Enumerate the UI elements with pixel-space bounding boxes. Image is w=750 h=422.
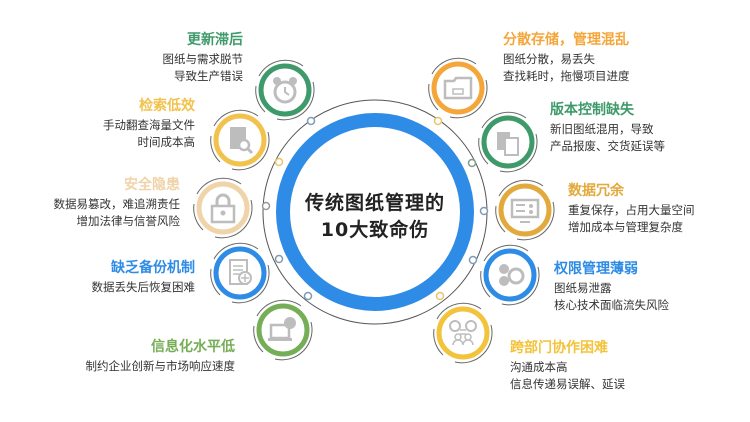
item-desc: 数据易篡改，难追溯责任 — [53, 197, 181, 211]
item-title: 更新滞后 — [187, 32, 243, 48]
item-desc: 查找耗时，拖慢项目进度 — [503, 69, 630, 83]
item-desc: 手动翻查海量文件 — [103, 118, 195, 132]
people-exchange-badge — [433, 302, 493, 364]
document-add-badge — [210, 242, 270, 304]
laptop-share-badge — [253, 299, 313, 361]
item-version-control: 版本控制缺失 新旧图纸混用，导致 产品报废、交货延误等 — [550, 100, 665, 155]
item-cross-dept: 跨部门协作困难 沟通成本高 信息传递易误解、延误 — [510, 338, 625, 393]
folder-icon — [443, 76, 473, 100]
title-line-1: 传统图纸管理的 — [304, 192, 445, 214]
gears-icon — [499, 264, 525, 286]
item-desc: 重复保存，占用大量空间 — [568, 203, 695, 217]
item-title: 跨部门协作困难 — [510, 340, 608, 356]
document-add-icon — [229, 259, 252, 285]
ring-dots — [261, 116, 489, 301]
item-desc: 图纸分散，易丢失 — [503, 52, 595, 66]
monitor-badge — [495, 179, 555, 241]
item-desc: 产品报废、交货延误等 — [550, 139, 665, 153]
item-desc: 核心技术面临流失风险 — [554, 298, 669, 312]
item-desc: 数据丢失后恢复困难 — [91, 280, 196, 294]
item-title: 安全隐患 — [124, 177, 180, 193]
item-desc: 信息传递易误解、延误 — [510, 377, 625, 391]
documents-copy-badge — [478, 111, 538, 173]
laptop-share-icon — [268, 317, 296, 341]
item-desc: 增加法律与信誉风险 — [76, 214, 181, 228]
item-title: 检索低效 — [139, 98, 195, 114]
monitor-icon — [510, 198, 540, 223]
item-search-inefficient: 检索低效 手动翻查海量文件 时间成本高 — [103, 96, 195, 151]
item-desc: 图纸与需求脱节 — [162, 52, 244, 66]
center-title: 传统图纸管理的 10大致命伤 — [275, 190, 475, 244]
item-desc: 图纸易泄露 — [554, 281, 612, 295]
item-desc: 沟通成本高 — [510, 360, 568, 374]
item-desc: 增加成本与管理复杂度 — [568, 220, 683, 234]
item-title: 版本控制缺失 — [550, 102, 634, 118]
alarm-clock-badge — [255, 59, 315, 121]
item-desc: 新旧图纸混用，导致 — [550, 122, 654, 136]
alarm-clock-icon — [273, 77, 297, 104]
documents-copy-icon — [497, 132, 519, 156]
lock-badge — [193, 177, 253, 239]
item-no-backup: 缺乏备份机制 数据丢失后恢复困难 — [92, 258, 196, 296]
folder-badge — [428, 57, 488, 119]
item-title: 数据冗余 — [568, 183, 624, 199]
item-desc: 制约企业创新与市场响应速度 — [85, 359, 236, 373]
item-desc: 时间成本高 — [137, 135, 196, 149]
item-title: 缺乏备份机制 — [111, 260, 195, 276]
people-exchange-icon — [449, 320, 477, 346]
title-line-2: 10大致命伤 — [320, 219, 430, 241]
item-low-digitalization: 信息化水平低 制约企业创新与市场响应速度 — [86, 337, 236, 375]
item-security-risk: 安全隐患 数据易篡改，难追溯责任 增加法律与信誉风险 — [54, 175, 181, 230]
item-data-redundancy: 数据冗余 重复保存，占用大量空间 增加成本与管理复杂度 — [568, 181, 695, 236]
item-weak-permissions: 权限管理薄弱 图纸易泄露 核心技术面临流失风险 — [554, 259, 669, 314]
item-desc: 导致生产错误 — [174, 69, 243, 83]
item-update-lag: 更新滞后 图纸与需求脱节 导致生产错误 — [163, 30, 244, 85]
gears-badge — [480, 244, 540, 306]
center-ring — [276, 113, 474, 311]
item-title: 分散存储，管理混乱 — [503, 32, 629, 48]
item-title: 信息化水平低 — [151, 339, 235, 355]
lock-icon — [210, 193, 236, 224]
document-search-icon — [230, 127, 254, 155]
item-scattered-storage: 分散存储，管理混乱 图纸分散，易丢失 查找耗时，拖慢项目进度 — [503, 30, 630, 85]
item-title: 权限管理薄弱 — [554, 261, 638, 277]
document-search-badge — [210, 109, 270, 171]
